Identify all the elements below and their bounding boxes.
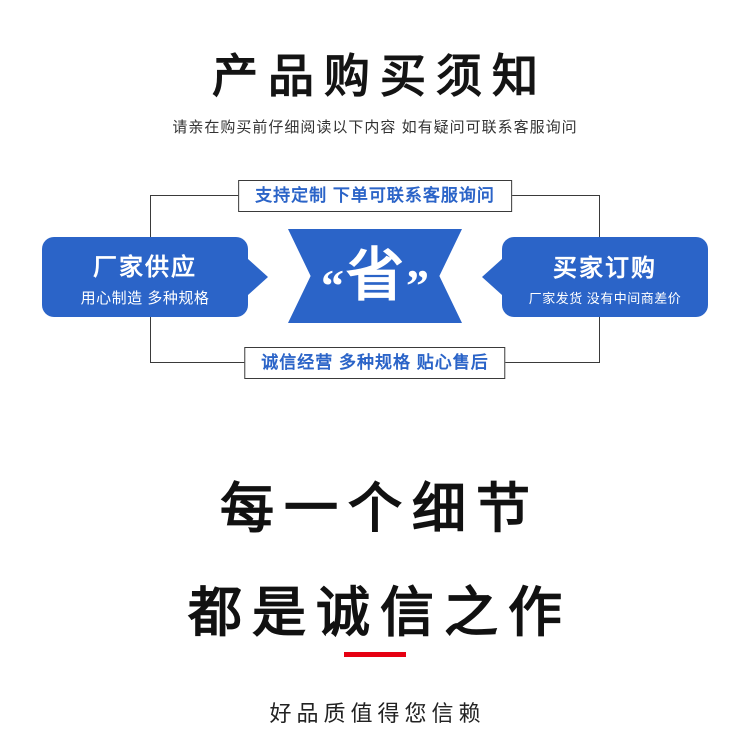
- supplier-card: 厂家供应 用心制造 多种规格: [42, 237, 268, 317]
- arrow-right-icon: [248, 259, 268, 295]
- arrow-left-icon: [482, 259, 502, 295]
- headline-line2: 都是诚信之作: [188, 583, 572, 643]
- save-badge-char: 省: [345, 243, 404, 308]
- red-divider: [344, 652, 406, 657]
- supplier-card-title: 厂家供应: [93, 253, 197, 281]
- headline-line1: 每一个细节: [220, 479, 540, 539]
- supplier-card-desc: 用心制造 多种规格: [80, 289, 210, 307]
- page-subtitle: 请亲在购买前仔细阅读以下内容 如有疑问可联系客服询问: [172, 119, 578, 136]
- page-title: 产品购买须知: [212, 50, 548, 102]
- buyer-card-title: 买家订购: [553, 254, 657, 282]
- top-note-box: 支持定制 下单可联系客服询问: [238, 180, 512, 212]
- open-quote-icon: “: [320, 260, 344, 311]
- buyer-card: 买家订购 厂家发货 没有中间商差价: [482, 237, 708, 317]
- save-badge: “ 省 ”: [288, 229, 462, 323]
- close-quote-icon: ”: [406, 260, 429, 311]
- tagline: 好品质值得您信赖: [269, 701, 486, 726]
- bottom-note-box: 诚信经营 多种规格 贴心售后: [244, 347, 506, 379]
- buyer-card-desc: 厂家发货 没有中间商差价: [528, 290, 682, 306]
